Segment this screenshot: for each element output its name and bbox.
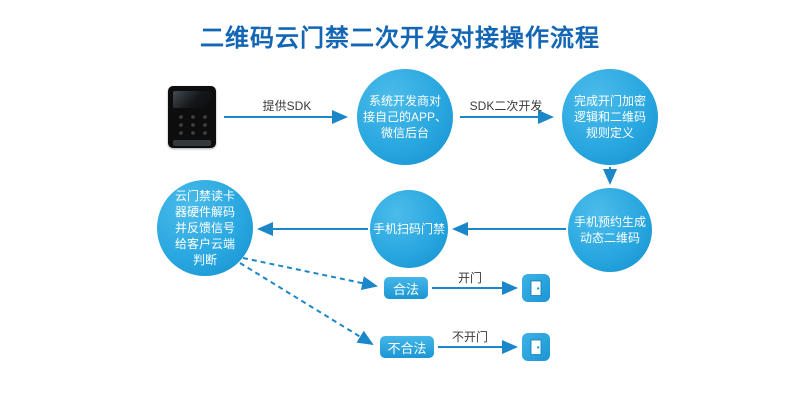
- node-phone-reservation-qr: 手机预约生成 动态二维码: [568, 188, 652, 272]
- dashed-line-reader-to-legal: [242, 257, 378, 290]
- node-system-developer: 系统开发商对 接自己的APP、 微信后台: [357, 69, 453, 165]
- device-swipe-area: [173, 140, 211, 146]
- door-glyph: [530, 280, 542, 296]
- edge-label-provide-sdk: 提供SDK: [262, 99, 312, 113]
- access-reader-device-icon: [168, 86, 216, 148]
- node-cloud-reader-decode: 云门禁读卡 器硬件解码 并反馈信号 给客户云端 判断: [157, 180, 253, 276]
- node-encryption-logic: 完成开门加密 逻辑和二维码 规则定义: [562, 69, 658, 165]
- dashed-line-reader-to-illegal: [239, 262, 374, 346]
- device-screen: [173, 91, 211, 108]
- edge-label-no-open-door: 不开门: [451, 330, 488, 344]
- edge-label-open-door: 开门: [457, 271, 482, 285]
- door-glyph: [530, 339, 542, 355]
- edge-label-sdk-secondary-dev: SDK二次开发: [469, 99, 543, 113]
- badge-illegal: 不合法: [380, 336, 434, 358]
- door-icon: [522, 333, 550, 361]
- badge-legal: 合法: [384, 277, 428, 299]
- page-title: 二维码云门禁二次开发对接操作流程: [200, 25, 600, 52]
- door-icon: [522, 274, 550, 302]
- device-keypad: [173, 112, 211, 138]
- node-phone-scan-access: 手机扫码门禁: [370, 190, 448, 268]
